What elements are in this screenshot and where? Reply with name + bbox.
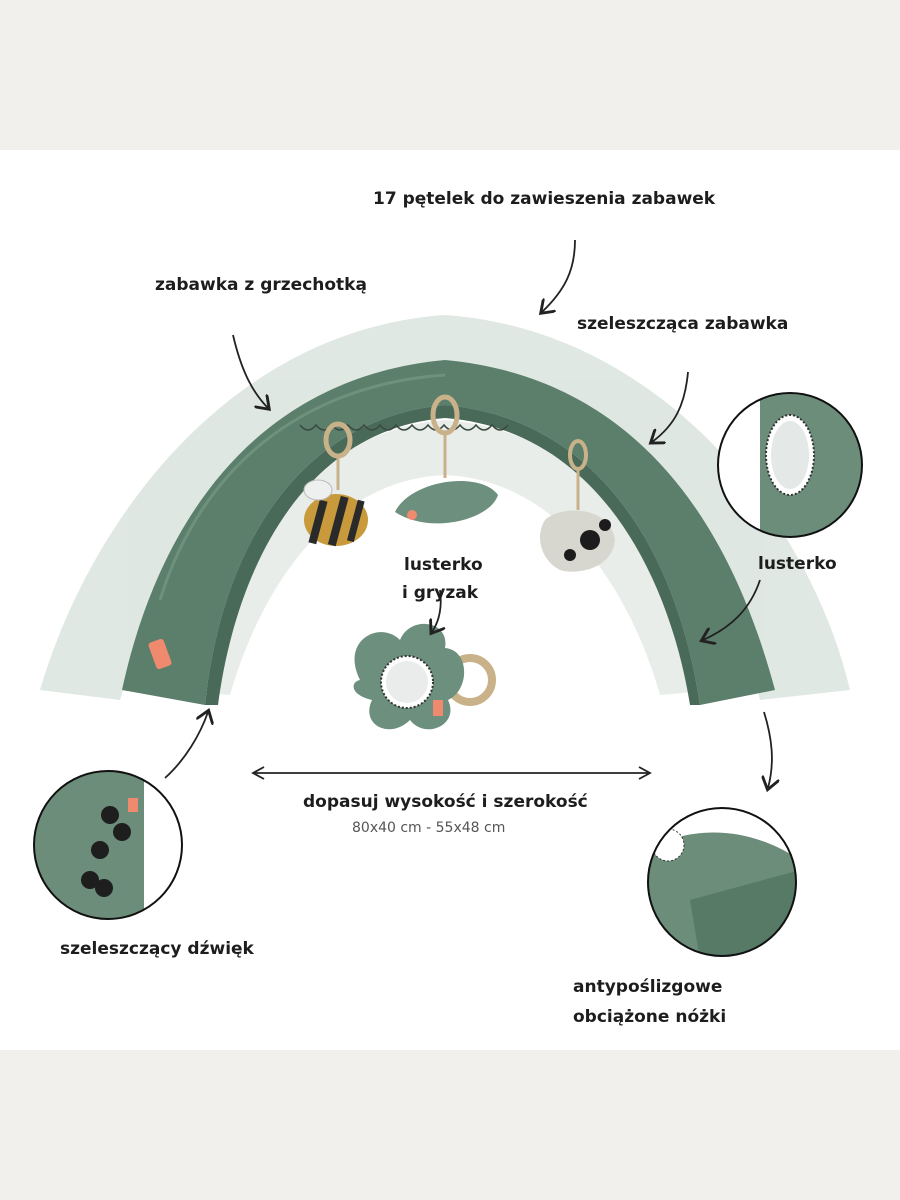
mirror-inset (717, 392, 863, 538)
arrow-feet (764, 711, 772, 788)
arrow-crinkle-sound (164, 712, 208, 779)
label-mirror-teether-line2: i gryzak (402, 583, 479, 603)
arrow-adjust-right (638, 766, 652, 780)
bee-rattle-toy (303, 421, 368, 547)
arrow-loops (542, 239, 576, 312)
arrow-mirror (703, 579, 761, 640)
label-mirror-teether-line1: lusterko (404, 555, 483, 575)
anti-slip-feet-inset (647, 807, 797, 957)
annotation-arrows (164, 239, 772, 788)
play-arch (122, 360, 775, 705)
arrow-teether (432, 589, 441, 632)
label-loops: 17 pętelek do zawieszenia zabawek (373, 189, 716, 209)
crinkle-sound-inset (33, 770, 183, 920)
label-feet-line1: antypoślizgowe (573, 977, 723, 997)
label-mirror: lusterko (758, 554, 837, 574)
arrow-crinkle-toy (652, 371, 689, 442)
label-feet-line2: obciążone nóżki (573, 1007, 727, 1027)
label-crinkle-sound: szeleszczący dźwięk (60, 939, 254, 959)
arrow-rattle (232, 334, 268, 408)
bottom-background-band (0, 1050, 900, 1200)
label-rattle-toy: zabawka z grzechotką (155, 275, 367, 295)
crinkle-toy (395, 394, 498, 524)
top-background-band (0, 0, 900, 150)
label-adjust: dopasuj wysokość i szerokość (303, 792, 588, 812)
label-crinkle-toy: szeleszcząca zabawka (577, 314, 789, 334)
label-dimensions: 80x40 cm - 55x48 cm (352, 820, 506, 836)
brand-tag (148, 638, 172, 670)
cow-toy (540, 439, 615, 572)
arrow-adjust-left (251, 766, 265, 780)
flower-mirror-teether (353, 623, 496, 730)
